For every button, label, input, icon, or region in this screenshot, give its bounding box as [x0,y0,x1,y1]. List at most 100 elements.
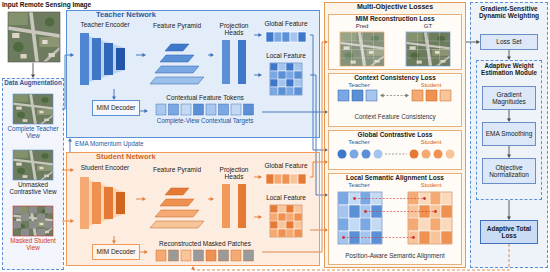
label-text: Data Augmentation [2,80,64,87]
connector [466,40,480,44]
label-text: Projection Heads [214,22,254,36]
alignment-grid [412,236,415,239]
context-squares [338,90,349,101]
label-text: Local Feature [262,52,310,59]
process-box: EMA Smoothing [482,122,536,146]
text-slot: Context Feature Consistency [328,114,462,121]
arrow-head [70,168,74,172]
feature-vector [298,174,306,184]
encoder-shape [92,38,101,80]
patch-row [181,250,191,261]
text-slot: Context Consistency Loss [328,74,462,81]
arrow-head [142,197,146,201]
loss-box: Context Consistency LossTeacherStudentCo… [328,73,462,127]
alignment-grid [423,197,426,200]
decoder-box: MIM Decoder [92,244,140,260]
label-text: Local Feature [262,194,310,201]
text-slot: Feature Pyramid [146,22,208,29]
connector-line [33,63,34,76]
arrow-head [258,215,262,219]
token-block: Contextual Feature TokensComplete-View C… [148,94,262,128]
arrow-head [142,53,146,57]
feature-vector [274,32,282,42]
projection-block: Projection Heads [214,22,254,88]
panel-fill [2,78,64,270]
connector [507,50,511,60]
label-text: Contextual Feature Tokens [148,94,262,101]
embedding-dots [362,150,371,159]
token-row [194,104,204,115]
box-text: MIM Decoder [95,104,137,111]
view-thumbnail: Unmasked Contrastive View [4,148,62,202]
embedding-dots [385,154,407,155]
connector [310,160,328,177]
feature-vector [290,174,298,184]
pyramid-block: Feature Pyramid [146,166,208,232]
label-text: Student Network [96,153,226,161]
text-slot: Feature Pyramid [146,166,208,173]
text-slot: Teacher Encoder [74,21,136,28]
text-slot: Data Augmentation [2,80,64,87]
patch-row [219,250,229,261]
connector [112,89,116,100]
token-row [156,104,166,115]
encoder-shape [80,33,125,85]
label-text: Multi-Objective Losses [324,3,466,11]
pyramid-shape [150,44,204,228]
encoder-shape [80,177,125,229]
label-text: Teacher [334,139,384,146]
feature-grid [270,63,302,237]
student-panel: Student NetworkStudent EncoderFeature Py… [66,152,320,266]
arrow-head [210,53,214,57]
satellite-image [13,94,53,124]
text-slot: Multi-Objective Losses [324,3,466,11]
arrow-head [258,73,262,77]
encoder-shape [80,33,125,229]
box-text: Adaptive Total Loss [483,225,535,239]
pyramid-shape [150,77,204,84]
label-text: Local Semantic Alignment Loss [328,174,462,181]
label-text: Reconstructed Masked Patches [148,240,262,247]
satellite-image [8,12,60,62]
projection-head-shape [222,184,230,228]
text-slot: Local Feature [262,52,310,59]
pyramid-shape [160,199,194,206]
context-squares [352,90,363,101]
text-slot: Contextual Feature Tokens [148,94,262,101]
token-row [181,104,191,115]
box-text: Gradient Magnitudes [485,91,533,105]
text-slot: Reconstructed Masked Patches [148,240,262,247]
context-squares [406,94,410,98]
feature-block: Global Feature [262,20,310,50]
arrow-head [70,219,74,223]
reconstruction-image [340,32,450,66]
loss-box: Local Semantic Alignment LossTeacherStud… [328,173,462,265]
encoder-shape [80,177,89,229]
feature-vector [266,174,274,184]
encoder-block: Teacher Encoder [74,21,136,89]
encoder-shape [80,33,89,85]
encoder-shape [104,187,113,219]
token-row [219,104,229,115]
label-text: Adaptive Weight Estimation Module [478,63,540,77]
label-text: Teacher Network [96,11,226,19]
text-slot: Teacher [334,182,384,189]
satellite-image [8,12,60,62]
panel-fill [66,10,320,138]
alignment-grid [364,210,367,213]
label-text: Student [406,82,456,89]
panel-fill [328,173,462,265]
embedding-dots [338,150,347,159]
label-text: Feature Pyramid [146,166,208,173]
output-box: Adaptive Total Loss [480,220,538,244]
text-slot: Student [406,82,456,89]
connector [310,35,328,152]
label-text: Complete Teacher View [4,126,62,140]
patch-row [169,250,179,261]
arrow-head [258,175,262,179]
reconstruction-image [406,32,450,66]
pyramid-shape [160,55,194,62]
text-slot: Gradient-Sensitive Dynamic Weighting [472,5,546,19]
text-slot: MIM Reconstruction Loss [328,15,462,22]
